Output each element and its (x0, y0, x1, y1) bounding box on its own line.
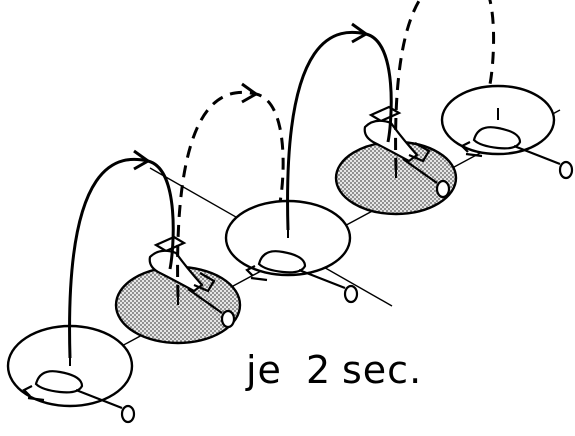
stations-group (6, 84, 574, 424)
arrow-2-head (241, 82, 259, 104)
figure-1-body (34, 370, 84, 394)
station-5 (440, 84, 574, 180)
arrow-2-path (176, 90, 285, 298)
figure-5-foot (558, 160, 574, 180)
arrow-3-path (286, 30, 393, 231)
figure-3-leg (298, 268, 346, 290)
arrow-3-head (351, 22, 369, 44)
figure-2-body (148, 249, 204, 293)
figure-5-body (472, 126, 522, 150)
figure-3-foot (343, 284, 359, 304)
caption: je 2 sec. (245, 348, 422, 392)
arrows-group (68, 0, 496, 359)
figure-1-leg (75, 388, 123, 410)
arrow-3 (286, 22, 393, 231)
figure-5-arm (460, 141, 483, 158)
caption-label: je (245, 348, 282, 392)
figure-2-arm (193, 272, 216, 293)
station-2 (114, 235, 242, 345)
arrow-4 (394, 0, 496, 171)
arrow-4-path (394, 0, 496, 171)
arrow-2 (176, 82, 285, 298)
figure-2 (148, 235, 236, 329)
figure-1-arm (22, 385, 45, 402)
figure-2-head (153, 235, 187, 253)
arrow-1-path (68, 157, 175, 359)
figure-5 (460, 126, 574, 180)
figure-4-leg (402, 158, 438, 184)
station-3 (224, 199, 359, 304)
figure-5-leg (513, 144, 561, 166)
figure-4-body (363, 119, 419, 163)
arrow-1 (68, 149, 175, 359)
figure-3-body (257, 250, 307, 274)
caption-unit: sec. (342, 348, 422, 392)
figure-2-foot (220, 309, 236, 329)
caption-value: 2 (306, 348, 331, 392)
figure-4-arm (408, 142, 431, 163)
figure-1 (22, 370, 136, 424)
figure-4-foot (435, 179, 451, 199)
arrow-1-head (133, 149, 151, 171)
figure-3 (245, 250, 359, 304)
figure-2-leg (187, 288, 223, 314)
figure-1-foot (120, 404, 136, 424)
figure-3-arm (245, 265, 268, 282)
